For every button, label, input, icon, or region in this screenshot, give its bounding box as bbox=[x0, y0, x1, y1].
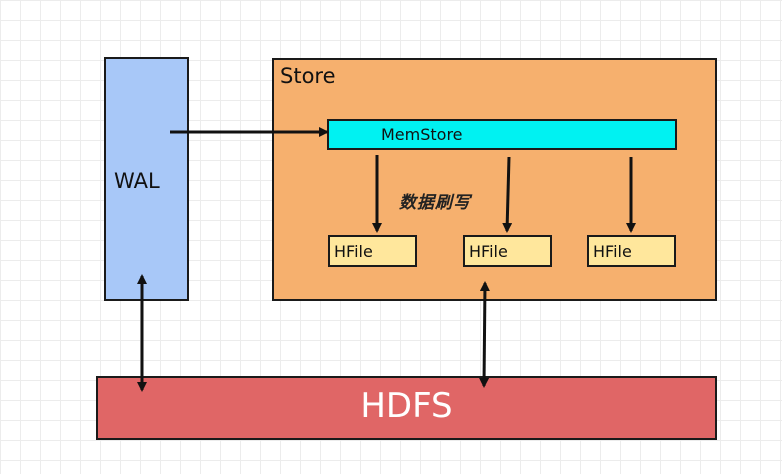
memstore-box: MemStore bbox=[327, 119, 677, 150]
store-label: Store bbox=[280, 64, 336, 88]
flush-label: 数据刷写 bbox=[399, 193, 471, 213]
hfile-label-2: HFile bbox=[469, 242, 508, 261]
hfile-label-3: HFile bbox=[593, 242, 632, 261]
hfile-label-1: HFile bbox=[334, 242, 373, 261]
hfile-box-1: HFile bbox=[328, 235, 417, 267]
memstore-label: MemStore bbox=[381, 125, 463, 144]
wal-label: WAL bbox=[114, 169, 160, 193]
hdfs-label: HDFS bbox=[360, 386, 453, 426]
hdfs-box: HDFS bbox=[96, 376, 717, 440]
wal-box: WAL bbox=[104, 57, 189, 301]
hfile-box-3: HFile bbox=[587, 235, 676, 267]
hfile-box-2: HFile bbox=[463, 235, 552, 267]
